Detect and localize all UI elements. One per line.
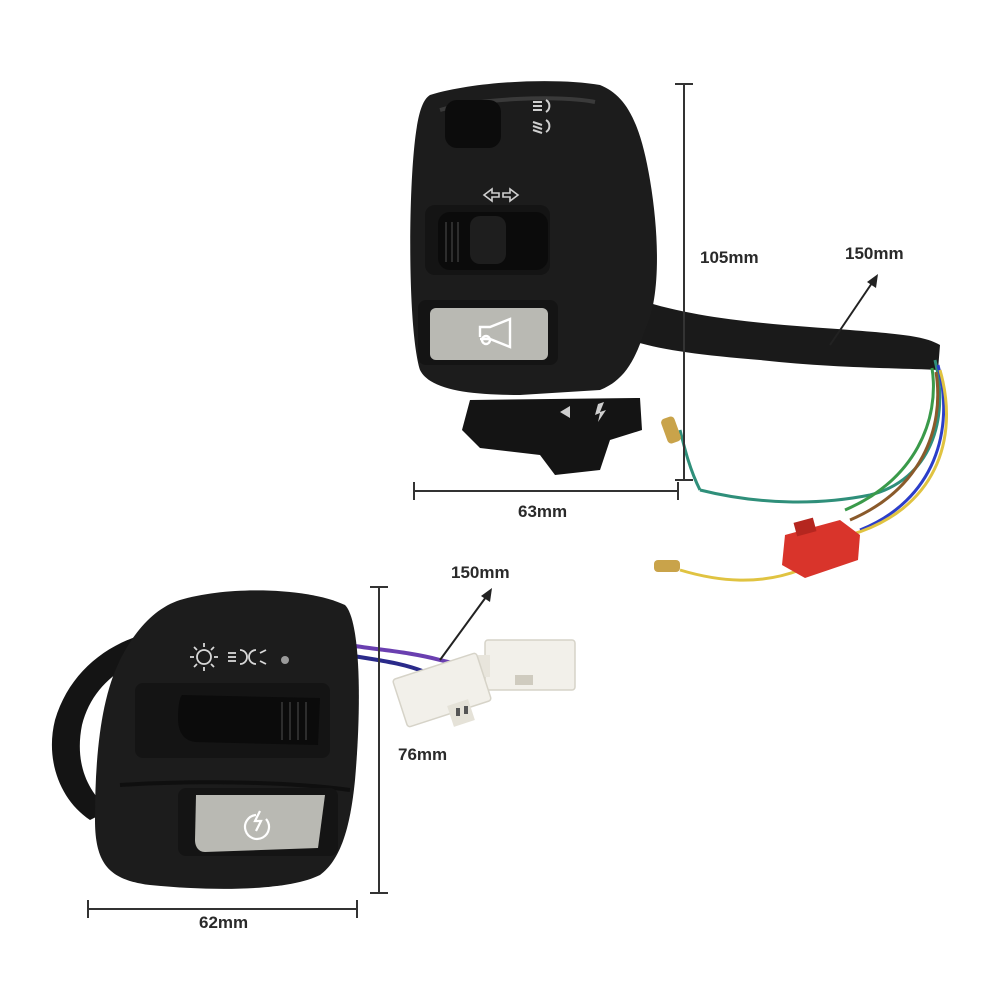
high-beam-icon <box>533 99 551 113</box>
indicator-dot-icon <box>281 656 289 664</box>
upper-cable-length-label: 150mm <box>845 244 904 263</box>
upper-height-dimension-line <box>675 83 693 481</box>
lower-width-dimension-line <box>87 900 358 918</box>
lower-height-dimension-line <box>370 586 388 894</box>
upper-red-connector-tab <box>793 517 817 537</box>
upper-wire-teal <box>699 359 942 504</box>
upper-wire-teal-lead <box>678 429 702 491</box>
lower-light-switch-ridges <box>281 702 307 740</box>
upper-height-label: 105mm <box>700 248 759 267</box>
upper-turn-signal-ridges <box>445 222 459 262</box>
upper-wire-green <box>844 367 935 512</box>
upper-wire-yellow-lead <box>679 568 801 582</box>
upper-cable-arrow <box>829 274 878 346</box>
lower-cable-length-label: 150mm <box>451 563 510 582</box>
parking-light-icon <box>190 643 218 671</box>
upper-kill-switch-body <box>462 398 642 475</box>
lower-cable-arrow <box>439 588 492 661</box>
upper-switch-assembly <box>410 81 948 582</box>
low-beam-icon <box>532 119 551 134</box>
lower-width-label: 62mm <box>199 913 249 932</box>
upper-wire-brown <box>849 371 940 522</box>
upper-red-connector <box>782 520 860 578</box>
upper-bullet-terminal-1 <box>661 416 681 444</box>
upper-top-rocker <box>445 100 501 148</box>
upper-turn-signal-knob <box>470 216 506 264</box>
headlight-icon <box>228 649 267 665</box>
engine-kill-icon <box>560 402 606 422</box>
lower-wire-purple-2 <box>347 653 426 674</box>
turn-signal-arrows-icon <box>482 187 520 203</box>
lower-housing-edge <box>119 780 351 792</box>
upper-cable-sleeve <box>630 300 940 370</box>
lower-switch-assembly <box>51 586 576 918</box>
upper-width-dimension-line <box>413 482 679 500</box>
lower-connector-2 <box>392 652 492 728</box>
lower-light-switch-rocker <box>178 695 320 745</box>
upper-wire-yellow <box>849 369 948 537</box>
upper-wire-blue <box>859 364 946 532</box>
upper-bullet-terminal-2 <box>654 560 680 572</box>
starter-button-icon <box>243 810 271 841</box>
lower-connector-1 <box>478 639 576 691</box>
horn-icon <box>478 317 512 349</box>
lower-cable-loop <box>51 630 165 820</box>
lower-height-label: 76mm <box>398 745 448 764</box>
upper-horn-button <box>430 308 548 360</box>
upper-width-label: 63mm <box>518 502 568 521</box>
